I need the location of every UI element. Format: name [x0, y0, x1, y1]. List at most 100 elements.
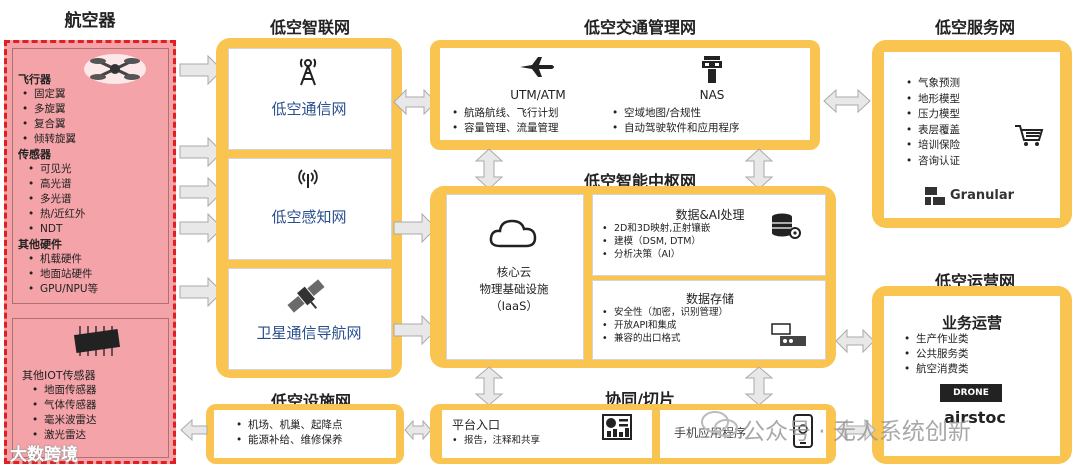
- group-sensor-heading: 传感器: [18, 148, 51, 161]
- ai-item: 分析决策（AI）: [602, 248, 772, 261]
- comm-network-label: 低空通信网: [271, 100, 347, 118]
- group-hardware-heading: 其他硬件: [18, 238, 62, 251]
- service-item: 气象预测: [906, 76, 1016, 92]
- nas-item: 空域地图/合规性: [612, 106, 808, 121]
- arrow-left: [180, 418, 208, 442]
- utm-item: 航路航线、飞行计划: [452, 106, 612, 121]
- cloud-line: 物理基础设施: [479, 282, 549, 296]
- ai-processing-title: 数据&AI处理: [675, 208, 745, 222]
- aircraft-groups: 飞行器 固定翼 多旋翼 复合翼 倾转旋翼 传感器 可见光 高光谱 多光谱 热/近…: [18, 72, 168, 297]
- arrow-double: [823, 88, 871, 114]
- iot-item: 激光雷达: [32, 428, 172, 443]
- iot-item: 地面传感器: [32, 383, 172, 398]
- arrow-vertical: [744, 366, 774, 406]
- cloud-icon: [489, 219, 537, 248]
- facility-item: 能源补给、维修保养: [236, 433, 396, 448]
- hardware-item: 地面站硬件: [28, 267, 168, 282]
- wechat-icon: [701, 411, 738, 437]
- group-aircraft-heading: 飞行器: [18, 73, 51, 86]
- arrow-double: [404, 419, 432, 441]
- granular-brand: Granular: [950, 188, 1015, 203]
- storage-title: 数据存储: [685, 292, 734, 306]
- iot-item: 毫米波雷达: [32, 413, 172, 428]
- sensor-item: 可见光: [28, 162, 168, 177]
- service-title: 低空服务网: [934, 18, 1015, 37]
- chip-icon: [73, 326, 121, 356]
- aircraft-title: 航空器: [64, 11, 116, 31]
- sensor-item: 热/近红外: [28, 207, 168, 222]
- service-item: 表层覆盖: [906, 123, 1016, 139]
- watermark-right: 公众号 · 无人系统创新: [742, 419, 971, 445]
- aircraft-upper-box: [12, 48, 169, 304]
- smartnet-hub-arrows: [393, 88, 437, 346]
- granular-logo-icon: [925, 187, 945, 205]
- sensor-item: 多光谱: [28, 192, 168, 207]
- arrow-right: [179, 54, 223, 86]
- aircraft-item: 多旋翼: [22, 102, 168, 117]
- server-device-icon: [771, 323, 806, 346]
- iot-item: 气体传感器: [32, 398, 172, 413]
- service-item: 地形模型: [906, 92, 1016, 108]
- airplane-icon: [520, 57, 554, 77]
- ops-heading: 业务运营: [941, 314, 1002, 332]
- aircraft-item: 倾转旋翼: [22, 132, 168, 147]
- ops-item: 公共服务类: [904, 347, 1024, 362]
- utm-item: 容量管理、流量管理: [452, 121, 612, 136]
- aircraft-arrows: [179, 54, 223, 308]
- mobile-phone-icon: [793, 414, 813, 448]
- airstoc-logo: airstoc: [944, 408, 1006, 427]
- satellite-network-box: [228, 268, 392, 370]
- arrow-right: [179, 176, 223, 208]
- service-item: 压力模型: [906, 107, 1016, 123]
- storage-item: 开放API和集成: [602, 319, 782, 332]
- ai-item: 建模（DSM, DTM）: [602, 235, 772, 248]
- aircraft-item: 固定翼: [22, 87, 168, 102]
- sensor-item: 高光谱: [28, 177, 168, 192]
- satellite-network-label: 卫星通信导航网: [256, 324, 362, 342]
- hardware-item: GPU/NPU等: [28, 282, 168, 297]
- ai-item: 2D和3D映射,正射镶嵌: [602, 222, 772, 235]
- hardware-item: 机载硬件: [28, 252, 168, 267]
- arrow-right: [179, 212, 223, 244]
- nas-item: 自动驾驶软件和应用程序: [612, 121, 808, 136]
- arrow-double: [836, 418, 876, 442]
- wireless-signal-icon: [298, 169, 318, 188]
- arrow-right: [393, 314, 437, 346]
- smart-net-title: 低空智联网: [269, 18, 350, 37]
- arrow-vertical: [744, 148, 774, 190]
- antenna-tower-icon: [299, 58, 317, 86]
- database-gear-icon: [772, 213, 801, 239]
- sensor-item: NDT: [28, 222, 168, 237]
- arrow-double: [835, 328, 875, 354]
- service-item: 培训保险: [906, 138, 1016, 154]
- cloud-line: 核心云: [496, 265, 532, 279]
- portal-label: 平台入口: [452, 418, 501, 432]
- arrow-vertical: [474, 148, 504, 190]
- drone-icon: [84, 54, 146, 84]
- arrow-right: [179, 276, 223, 308]
- nas-label: NAS: [699, 88, 725, 102]
- sense-network-box: [228, 158, 392, 260]
- ops-item: 生产作业类: [904, 332, 1024, 347]
- arrow-vertical: [474, 366, 504, 406]
- iot-heading: 其他IOT传感器: [22, 369, 96, 382]
- satellite-icon: [287, 279, 325, 313]
- facility-item: 机场、机巢、起降点: [236, 418, 396, 433]
- sense-network-label: 低空感知网: [271, 208, 347, 226]
- dronebase-logo: DRONE BASE: [940, 384, 1002, 416]
- ops-item: 航空消费类: [904, 362, 1024, 377]
- service-item: 咨询认证: [906, 154, 1016, 170]
- cloud-line: （IaaS）: [490, 299, 538, 313]
- shopping-cart-icon: [1015, 125, 1044, 146]
- mobile-box: [660, 410, 826, 458]
- arrow-right: [179, 136, 223, 168]
- arrow-right: [393, 212, 437, 244]
- control-tower-icon: [702, 56, 722, 83]
- report-chart-icon: [602, 414, 632, 440]
- storage-item: 安全性（加密，识别管理）: [602, 306, 782, 319]
- storage-item: 兼容的出口格式: [602, 332, 782, 345]
- traffic-title: 低空交通管理网: [583, 18, 696, 37]
- utm-label: UTM/ATM: [510, 88, 566, 102]
- iot-list: 其他IOT传感器 地面传感器 气体传感器 毫米波雷达 激光雷达: [22, 368, 172, 443]
- watermark-left: 大数跨境: [10, 445, 78, 465]
